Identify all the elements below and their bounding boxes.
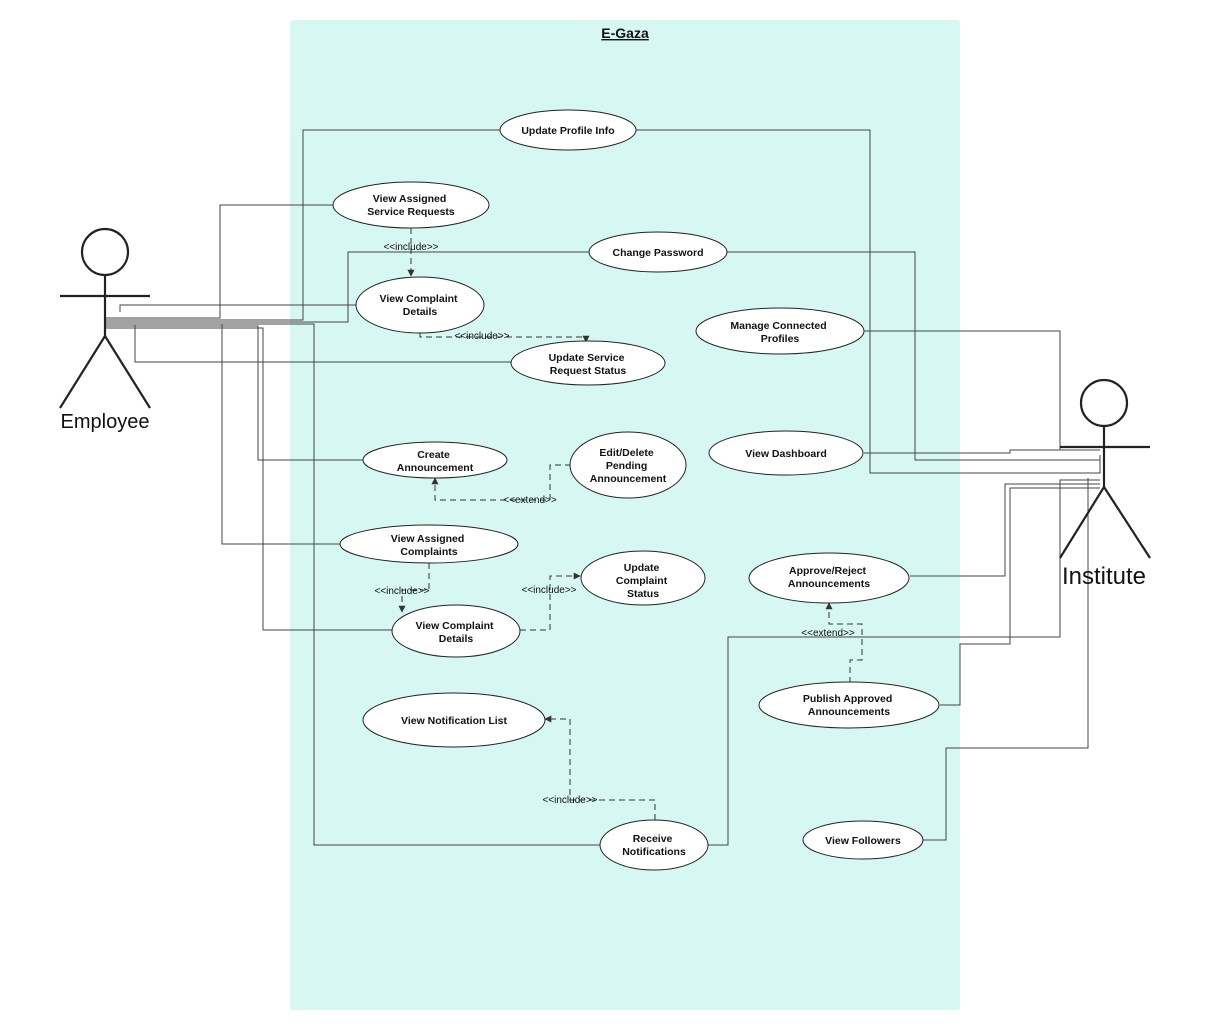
employee-associations <box>105 129 600 846</box>
use-case-publish-approved-announcements[interactable]: Publish Approved Announcements <box>758 681 940 729</box>
system-title: E-Gaza <box>601 25 649 41</box>
svg-text:View Notification List: View Notification List <box>401 715 507 727</box>
svg-text:Receive Notifications: Receive Notifications <box>622 833 686 858</box>
actor-institute-head <box>1079 378 1129 428</box>
institute-associations <box>636 129 1101 846</box>
actor-employee-right-leg <box>104 335 151 409</box>
assoc-institute-update-profile <box>636 129 1101 474</box>
assoc-institute-publish-approved <box>940 487 1100 706</box>
svg-text:Manage Connected Profile: Manage Connected Profiles <box>730 320 829 345</box>
actor-institute[interactable]: Institute <box>1059 378 1151 590</box>
svg-text:View Dashboard: View Dashboard <box>745 448 827 460</box>
svg-text:View Followers: View Followers <box>825 835 901 847</box>
svg-text:Publish Approved Announc: Publish Approved Announcements <box>803 693 895 718</box>
system-boundary <box>290 20 960 1010</box>
dependency-labels: <<include>> <<include>> <<extend>> <<inc… <box>374 242 854 806</box>
assoc-employee-view-complaint-details-bottom <box>105 327 393 631</box>
svg-text:View Assigned Service Re: View Assigned Service Requests <box>367 193 455 218</box>
include-complaint-details-to-update-service <box>419 333 590 343</box>
actor-institute-label: Institute <box>1062 563 1146 590</box>
svg-text:Update Complaint S: Update Complaint Status <box>616 562 670 600</box>
use-case-create-announcement[interactable]: Create Announcement <box>362 441 508 479</box>
actor-employee-head <box>80 227 130 277</box>
dependency-lines <box>398 228 863 820</box>
include-label: <<include>> <box>542 795 597 806</box>
use-case-view-complaint-details-bottom[interactable]: View Complaint Details <box>391 604 521 658</box>
svg-text:Update Service Request S: Update Service Request Status <box>549 352 628 377</box>
assoc-employee-change-password <box>105 251 590 323</box>
extend-publish-to-approve <box>825 602 863 683</box>
extend-label: <<extend>> <box>503 495 557 506</box>
actor-employee-label: Employee <box>61 411 150 433</box>
extend-edit-to-create <box>431 464 571 501</box>
use-case-update-profile-info[interactable]: Update Profile Info <box>499 109 637 151</box>
use-case-receive-notifications[interactable]: Receive Notifications <box>599 819 709 871</box>
use-case-view-assigned-service-requests[interactable]: View Assigned Service Requests <box>332 181 490 229</box>
extend-label: <<extend>> <box>801 628 855 639</box>
assoc-employee-update-service-status <box>134 325 511 363</box>
use-case-view-complaint-details-top[interactable]: View Complaint Details <box>355 276 485 334</box>
svg-text:View Complaint Details: View Complaint Details <box>416 620 497 645</box>
use-case-approve-reject-announcements[interactable]: Approve/Reject Announcements <box>748 552 910 604</box>
include-label: <<include>> <box>454 331 509 342</box>
assoc-employee-view-complaint-details-top <box>119 304 356 312</box>
include-label: <<include>> <box>374 586 429 597</box>
svg-text:View Complaint Details: View Complaint Details <box>380 293 461 318</box>
use-case-view-assigned-complaints[interactable]: View Assigned Complaints <box>339 524 519 564</box>
assoc-employee-receive-notifications <box>105 323 600 846</box>
include-receive-to-notification-list <box>544 715 656 820</box>
svg-text:Update Profile Info: Update Profile Info <box>521 125 614 137</box>
assoc-institute-change-password <box>727 251 1100 461</box>
assoc-employee-view-service-requests <box>105 204 334 319</box>
assoc-institute-view-followers <box>923 478 1089 841</box>
assoc-institute-view-dashboard <box>864 449 1100 454</box>
include-label: <<include>> <box>383 242 438 253</box>
assoc-institute-approve-reject <box>910 483 1100 577</box>
use-case-update-service-request-status[interactable]: Update Service Request Status <box>510 340 666 386</box>
actor-institute-right-leg <box>1103 486 1151 559</box>
actor-institute-left-leg <box>1059 486 1105 559</box>
actor-employee-left-leg <box>59 335 106 409</box>
svg-text:View Assigned Complaints: View Assigned Complaints <box>391 533 467 558</box>
include-assigned-to-complaint-details <box>398 563 430 613</box>
assoc-employee-update-profile <box>105 129 500 321</box>
svg-text:Edit/Delete Pending: Edit/Delete Pending Announcement <box>590 447 667 485</box>
use-case-edit-delete-pending-announcement[interactable]: Edit/Delete Pending Announcement <box>569 431 687 499</box>
svg-text:Approve/Reject Announcem: Approve/Reject Announcements <box>788 565 870 590</box>
assoc-institute-receive-notifications <box>708 479 1100 846</box>
use-case-change-password[interactable]: Change Password <box>588 231 728 273</box>
use-case-view-notification-list[interactable]: View Notification List <box>362 692 546 748</box>
use-case-view-followers[interactable]: View Followers <box>802 820 924 860</box>
include-label: <<include>> <box>521 585 576 596</box>
include-complaint-details-to-update-status <box>520 572 581 631</box>
actor-employee[interactable]: Employee <box>59 227 151 433</box>
use-case-view-dashboard[interactable]: View Dashboard <box>708 430 864 476</box>
svg-text:Change Password: Change Password <box>612 247 703 259</box>
svg-text:Create Announcement: Create Announcement <box>397 449 474 474</box>
use-case-update-complaint-status[interactable]: Update Complaint Status <box>580 550 706 606</box>
use-case-manage-connected-profiles[interactable]: Manage Connected Profiles <box>695 307 865 355</box>
assoc-employee-create-announcement <box>105 325 363 461</box>
